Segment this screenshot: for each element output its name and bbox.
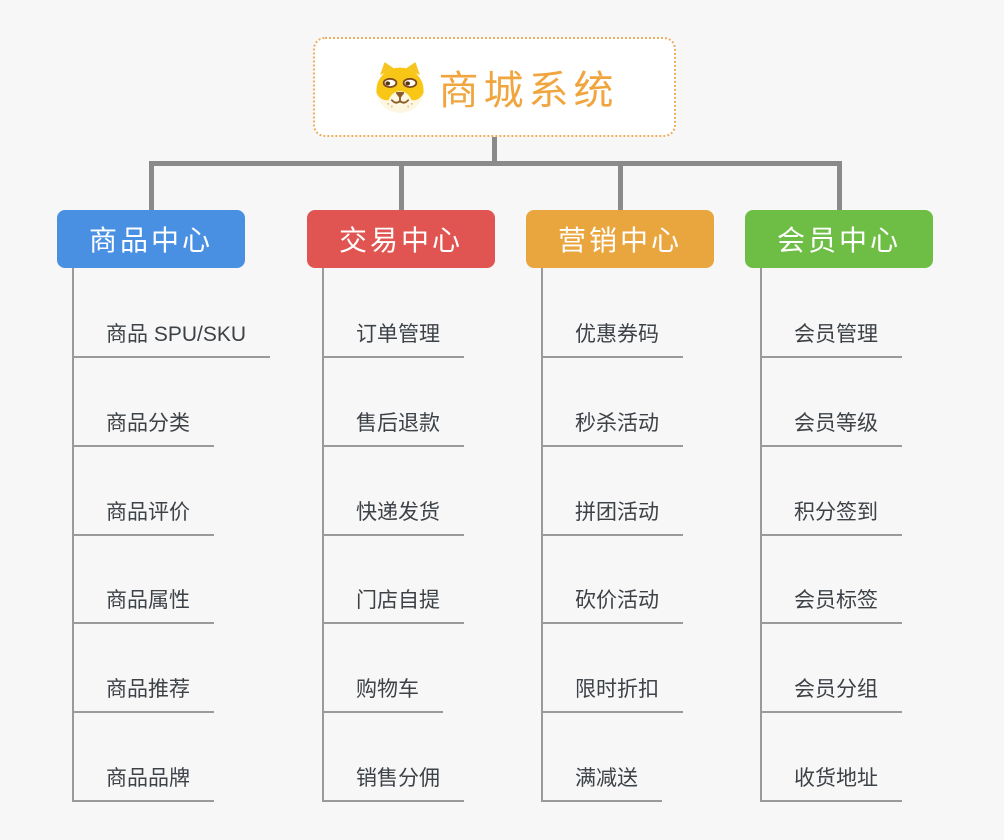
child-topic[interactable]: 收货地址 bbox=[760, 760, 902, 802]
child-topic[interactable]: 会员管理 bbox=[760, 316, 902, 358]
child-topic-label: 商品推荐 bbox=[106, 678, 190, 701]
child-topic-label: 满减送 bbox=[575, 767, 638, 790]
child-topic[interactable]: 限时折扣 bbox=[541, 671, 683, 713]
child-topic-label: 售后退款 bbox=[356, 412, 440, 435]
child-topic[interactable]: 砍价活动 bbox=[541, 582, 683, 624]
child-topic[interactable]: 商品属性 bbox=[72, 582, 214, 624]
branch-column: 交易中心 订单管理售后退款快递发货门店自提购物车销售分佣 bbox=[307, 210, 495, 802]
child-topic-label: 购物车 bbox=[356, 678, 419, 701]
child-topic[interactable]: 售后退款 bbox=[322, 405, 464, 447]
child-topic[interactable]: 满减送 bbox=[541, 760, 662, 802]
child-topic-label: 积分签到 bbox=[794, 501, 878, 524]
child-topic-label: 会员标签 bbox=[794, 589, 878, 612]
child-topic[interactable]: 购物车 bbox=[322, 671, 443, 713]
child-topic-label: 收货地址 bbox=[794, 767, 878, 790]
child-topic-label: 订单管理 bbox=[356, 323, 440, 346]
branch-node[interactable]: 营销中心 bbox=[526, 210, 714, 268]
child-topic[interactable]: 商品品牌 bbox=[72, 760, 214, 802]
child-topic[interactable]: 快递发货 bbox=[322, 494, 464, 536]
child-topic-label: 商品评价 bbox=[106, 501, 190, 524]
branch-column: 会员中心 会员管理会员等级积分签到会员标签会员分组收货地址 bbox=[745, 210, 933, 802]
child-topic[interactable]: 会员标签 bbox=[760, 582, 902, 624]
child-topic-label: 限时折扣 bbox=[575, 678, 659, 701]
child-topic[interactable]: 商品 SPU/SKU bbox=[72, 316, 271, 358]
child-topic-label: 会员等级 bbox=[794, 412, 878, 435]
branch-node[interactable]: 商品中心 bbox=[57, 210, 245, 268]
branch-label: 会员中心 bbox=[776, 225, 901, 256]
child-topic[interactable]: 销售分佣 bbox=[322, 760, 464, 802]
branch-column: 营销中心 优惠券码秒杀活动拼团活动砍价活动限时折扣满减送 bbox=[526, 210, 714, 802]
child-topic-label: 快递发货 bbox=[356, 501, 440, 524]
connector-drop bbox=[837, 161, 842, 210]
connector-drop bbox=[399, 161, 404, 210]
child-topic[interactable]: 商品评价 bbox=[72, 494, 214, 536]
child-topic[interactable]: 会员等级 bbox=[760, 405, 902, 447]
child-topic[interactable]: 秒杀活动 bbox=[541, 405, 683, 447]
child-topic-label: 商品分类 bbox=[106, 412, 190, 435]
connector-root-stub bbox=[492, 137, 497, 163]
child-topic[interactable]: 优惠券码 bbox=[541, 316, 683, 358]
child-topic-label: 会员分组 bbox=[794, 678, 878, 701]
child-topic[interactable]: 会员分组 bbox=[760, 671, 902, 713]
branch-label: 交易中心 bbox=[338, 225, 463, 256]
connector-horizontal bbox=[149, 161, 841, 166]
branch-label: 营销中心 bbox=[557, 225, 682, 256]
root-title: 商城系统 bbox=[438, 69, 619, 113]
child-topic-label: 会员管理 bbox=[794, 323, 878, 346]
child-topic-label: 门店自提 bbox=[356, 589, 440, 612]
child-topic[interactable]: 门店自提 bbox=[322, 582, 464, 624]
child-topic-label: 商品品牌 bbox=[106, 767, 190, 790]
child-topic[interactable]: 拼团活动 bbox=[541, 494, 683, 536]
child-topic[interactable]: 商品推荐 bbox=[72, 671, 214, 713]
shiba-dog-icon bbox=[375, 61, 424, 113]
child-topic-label: 商品属性 bbox=[106, 589, 190, 612]
child-topic-label: 商品 SPU/SKU bbox=[106, 323, 247, 346]
child-topic[interactable]: 订单管理 bbox=[322, 316, 464, 358]
connector-drop bbox=[618, 161, 623, 210]
child-topic-label: 秒杀活动 bbox=[575, 412, 659, 435]
branch-node[interactable]: 会员中心 bbox=[745, 210, 933, 268]
branch-node[interactable]: 交易中心 bbox=[307, 210, 495, 268]
child-topic[interactable]: 积分签到 bbox=[760, 494, 902, 536]
child-topic-label: 拼团活动 bbox=[575, 501, 659, 524]
child-topic-label: 优惠券码 bbox=[575, 323, 659, 346]
child-topic[interactable]: 商品分类 bbox=[72, 405, 214, 447]
branch-column: 商品中心 商品 SPU/SKU 商品分类商品评价商品属性商品推荐商品品牌 bbox=[57, 210, 271, 802]
root-node[interactable]: 商城系统 bbox=[313, 37, 676, 137]
child-topic-label: 砍价活动 bbox=[575, 589, 659, 612]
child-topic-label: 销售分佣 bbox=[356, 767, 440, 790]
connector-drop bbox=[149, 161, 154, 210]
branch-label: 商品中心 bbox=[88, 225, 213, 256]
